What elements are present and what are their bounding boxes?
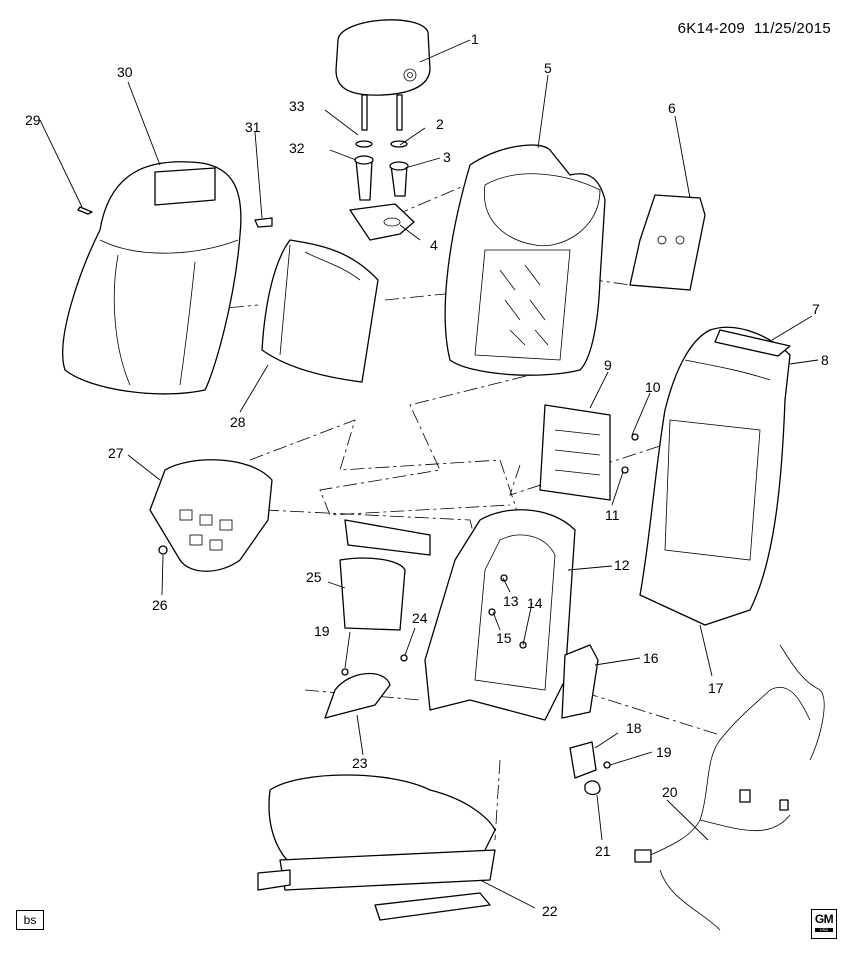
callout-33: 33 [289,98,305,114]
gm-logo-sub: USA [815,928,833,932]
gm-logo: GM USA [811,909,837,939]
callout-9: 9 [604,357,612,373]
headrest [335,19,431,131]
recliner-switch [569,741,597,779]
headrest-bracket [349,203,415,241]
callout-21: 21 [595,843,611,859]
knob-21 [584,780,601,796]
callout-19b: 19 [656,744,672,760]
module-bracket [539,404,611,501]
callout-19a: 19 [314,623,330,639]
fastener-26 [158,545,168,555]
side-airbag [561,644,599,719]
recliner-cover [324,672,391,719]
callout-1: 1 [471,31,479,47]
callout-18: 18 [626,720,642,736]
seat-cushion-assembly [257,774,496,921]
callout-22: 22 [542,903,558,919]
bs-badge: bs [16,910,44,930]
callout-4: 4 [430,237,438,253]
callout-25: 25 [306,569,322,585]
leader-lines [39,39,819,909]
trim-clip-left [77,206,93,215]
callout-8: 8 [821,352,829,368]
heat-pad [629,194,706,291]
back-pad [261,239,379,383]
rear-trim-panel [149,459,273,572]
callout-15: 15 [496,630,512,646]
callout-26: 26 [152,597,168,613]
callout-3: 3 [443,149,451,165]
screw-19a [341,668,349,676]
callout-28: 28 [230,414,246,430]
callout-16: 16 [643,650,659,666]
callout-20: 20 [662,784,678,800]
callout-10: 10 [645,379,661,395]
callout-24: 24 [412,610,428,626]
screw-24 [400,654,408,662]
seatback-foam [444,144,606,376]
callout-6: 6 [668,100,676,116]
callout-13: 13 [503,593,519,609]
wiring-harness [634,644,825,931]
seatback-rear-panel [639,326,791,626]
callout-11: 11 [605,507,620,523]
callout-12: 12 [614,557,630,573]
callout-17: 17 [708,680,724,696]
screw-11 [621,466,629,474]
headrest-guides [354,140,409,201]
callout-2: 2 [436,116,444,132]
callout-5: 5 [544,60,552,76]
callout-30: 30 [117,64,133,80]
lumbar-module [339,519,431,631]
callout-14: 14 [527,595,543,611]
callout-31: 31 [245,119,261,135]
trim-clip-right [254,217,273,228]
callout-27: 27 [108,445,124,461]
callout-23: 23 [352,755,368,771]
diagram-header: 6K14-209 11/25/2015 [678,20,831,37]
diagram-date: 11/25/2015 [754,20,831,37]
seatback-cover [62,161,242,395]
screw-10 [631,433,639,441]
callout-32: 32 [289,140,305,156]
callout-7: 7 [812,301,820,317]
callouts: 1 2 3 4 5 6 7 8 9 10 11 12 13 14 15 16 1… [25,31,829,919]
diagram-id: 6K14-209 [677,20,746,37]
screw-19b [603,761,611,769]
callout-29: 29 [25,112,41,128]
seatback-frame [424,509,576,721]
gm-logo-text: GM [814,912,834,926]
